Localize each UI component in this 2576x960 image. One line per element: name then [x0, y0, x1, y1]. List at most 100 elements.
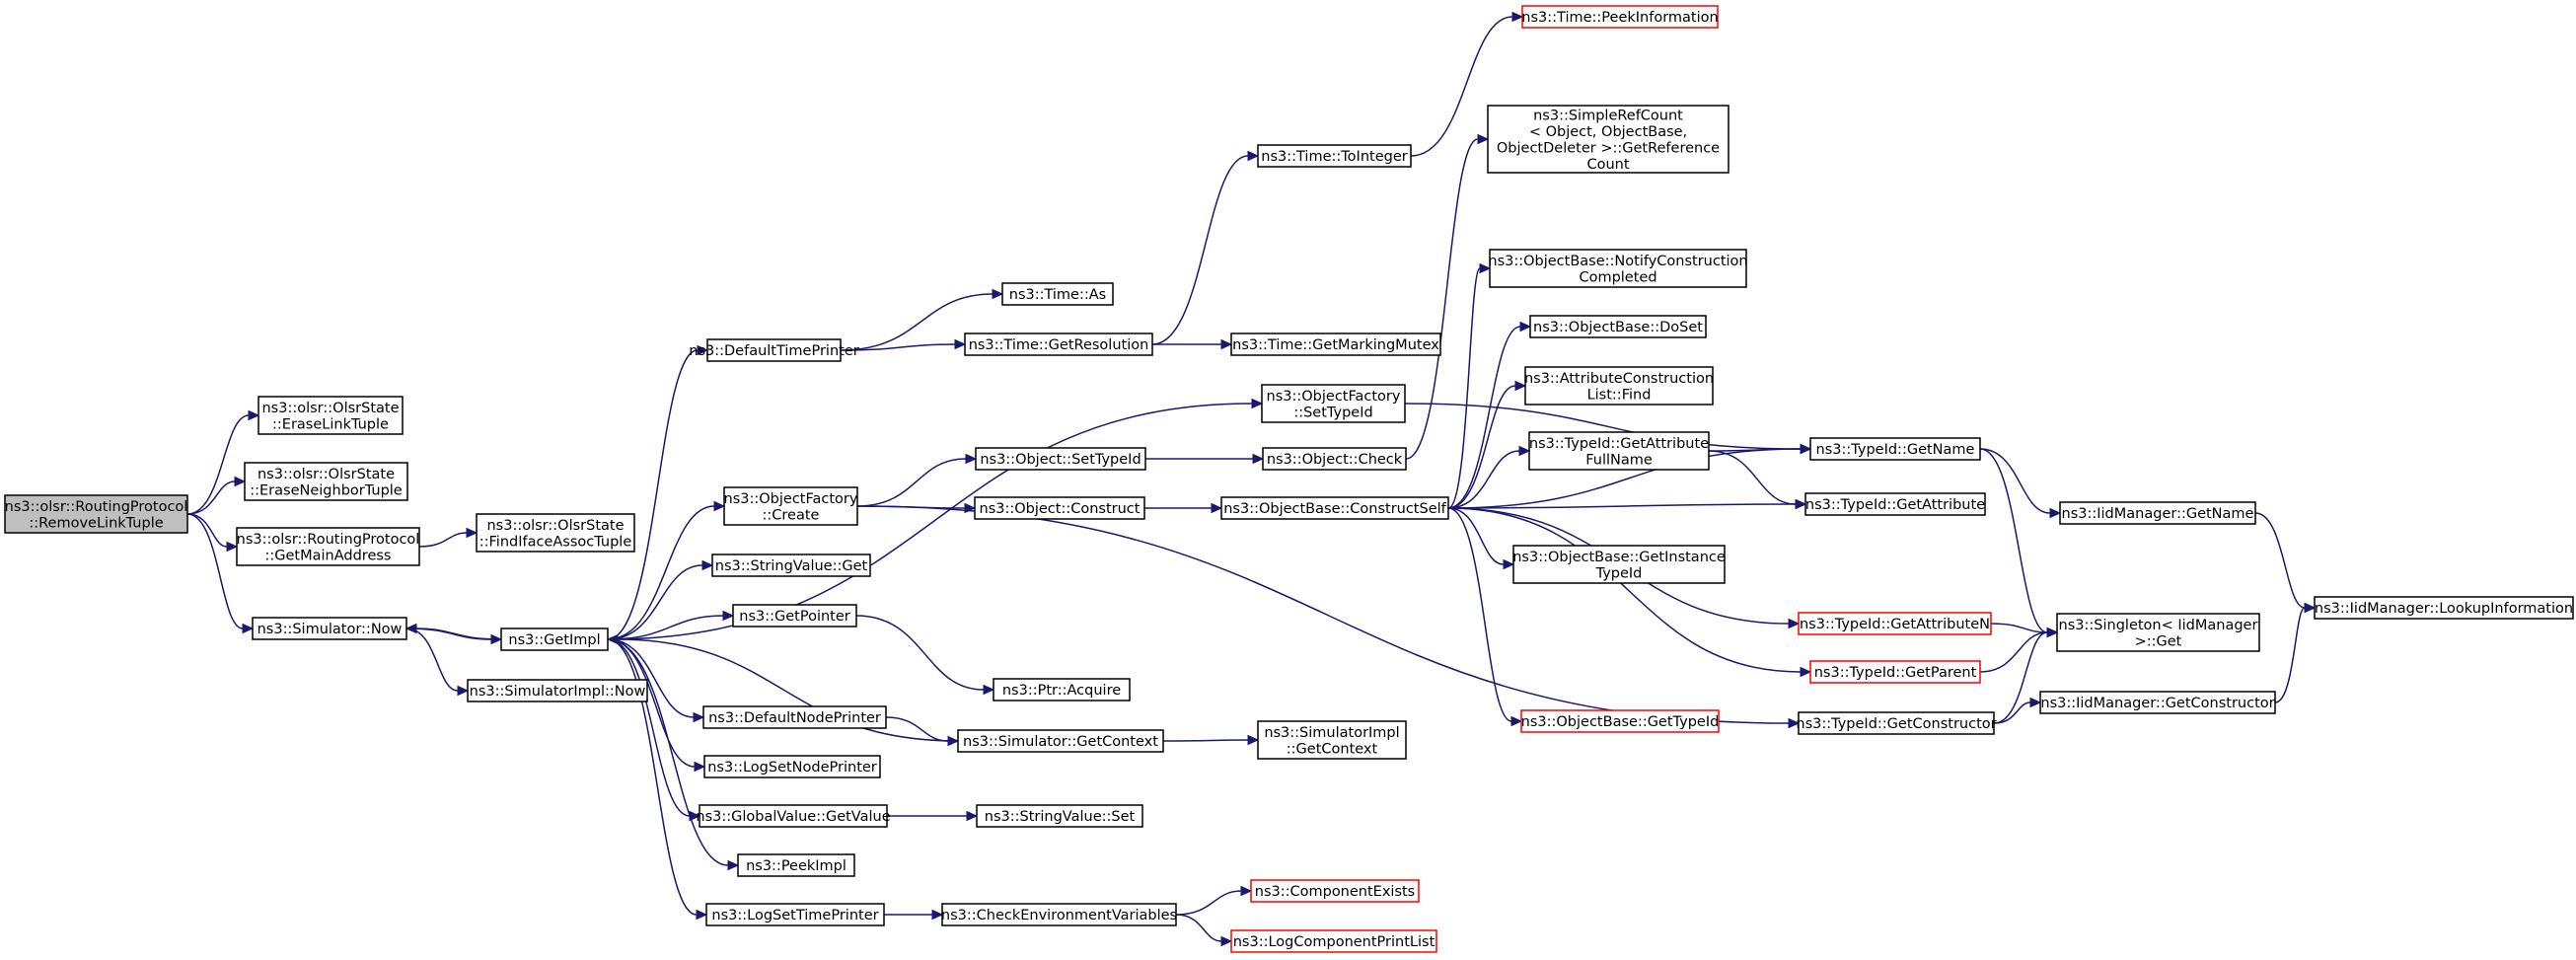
edge-log_set_time_printer-to-check_environment_variables: [884, 909, 944, 921]
node-label: ns3::DefaultTimePrinter: [689, 343, 858, 359]
node-label: ObjectDeleter >::GetReference: [1497, 140, 1720, 156]
node-simulator-now[interactable]: ns3::Simulator::Now: [252, 617, 407, 640]
node-object-base-notify-construction-completed[interactable]: ns3::ObjectBase::NotifyConstructionCompl…: [1488, 249, 1748, 288]
node-string-value-set[interactable]: ns3::StringValue::Set: [976, 804, 1143, 828]
call-edges: [186, 11, 2317, 947]
node-component-exists[interactable]: ns3::ComponentExists: [1250, 879, 1420, 903]
edge-object_construct-to-object_base_construct_self: [1144, 502, 1223, 514]
node-time-peek-information[interactable]: ns3::Time::PeekInformation: [1521, 5, 1719, 29]
node-label: >::Get: [2135, 633, 2182, 649]
node-type-id-get-attribute[interactable]: ns3::TypeId::GetAttribute: [1804, 492, 1986, 516]
node-label: ns3::ObjectFactory: [724, 491, 858, 507]
node-global-value-get-value[interactable]: ns3::GlobalValue::GetValue: [696, 804, 891, 828]
node-time-to-integer[interactable]: ns3::Time::ToInteger: [1257, 144, 1412, 168]
node-erase-neighbor-tuple[interactable]: ns3::olsr::OlsrState::EraseNeighborTuple: [244, 462, 408, 501]
node-default-node-printer[interactable]: ns3::DefaultNodePrinter: [702, 705, 887, 729]
edge-get_impl-to-simulator_now: [405, 623, 502, 640]
edge-time_get_resolution-to-time_get_marking_mutex: [1152, 338, 1233, 350]
node-time-get-resolution[interactable]: ns3::Time::GetResolution: [964, 332, 1153, 356]
node-object-base-do-set[interactable]: ns3::ObjectBase::DoSet: [1529, 315, 1707, 338]
edge-get_main_address-to-find_iface_assoc_tuple: [418, 527, 478, 548]
node-label: ns3::SimulatorImpl: [1264, 725, 1399, 741]
edge-object_set_type_id-to-object_check: [1145, 453, 1265, 465]
node-type-id-get-parent[interactable]: ns3::TypeId::GetParent: [1809, 660, 1981, 684]
node-label: ns3::TypeId::GetConstructor: [1796, 716, 1996, 732]
node-label: ::FindIfaceAssocTuple: [479, 534, 632, 550]
edge-object_base_construct_self-to-type_id_get_attribute: [1447, 498, 1807, 510]
call-nodes: ns3::olsr::RoutingProtocol::RemoveLinkTu…: [4, 5, 2574, 953]
edge-get_impl-to-log_set_node_printer: [607, 638, 706, 773]
node-simulator-impl-get-context[interactable]: ns3::SimulatorImpl::GetContext: [1257, 720, 1407, 760]
node-default-time-printer[interactable]: ns3::DefaultTimePrinter: [689, 338, 859, 362]
node-erase-link-tuple[interactable]: ns3::olsr::OlsrState::EraseLinkTuple: [258, 396, 404, 435]
node-label: ns3::GetImpl: [508, 632, 600, 648]
node-simulator-get-context[interactable]: ns3::Simulator::GetContext: [957, 729, 1164, 753]
node-label: ns3::Object::Check: [1267, 452, 1403, 468]
edge-global_value_get_value-to-string_value_set: [887, 810, 979, 822]
node-label: ns3::ObjectBase::DoSet: [1533, 320, 1703, 335]
node-simple-ref-count-get-reference-count[interactable]: ns3::SimpleRefCount< Object, ObjectBase,…: [1487, 105, 1730, 174]
edge-get_pointer-to-ptr_acquire: [855, 615, 995, 696]
node-type-id-get-name[interactable]: ns3::TypeId::GetName: [1809, 437, 1981, 461]
node-label: ns3::SimulatorImpl::Now: [470, 684, 646, 700]
node-time-as[interactable]: ns3::Time::As: [1001, 282, 1114, 306]
node-log-set-node-printer[interactable]: ns3::LogSetNodePrinter: [703, 755, 881, 778]
node-singleton-iid-manager-get[interactable]: ns3::Singleton< IidManager>::Get: [2056, 613, 2260, 652]
node-label: ns3::CheckEnvironmentVariables: [941, 908, 1177, 923]
edge-object_base_construct_self-to-object_base_do_set: [1447, 321, 1532, 509]
node-label: ns3::PeekImpl: [746, 858, 846, 874]
edge-type_id_get_attribute_full_name-to-type_id_get_name: [1708, 443, 1812, 455]
node-iid-manager-lookup-information[interactable]: ns3::IidManager::LookupInformation: [2314, 596, 2574, 620]
node-label: ns3::ObjectBase::NotifyConstruction: [1488, 254, 1747, 269]
node-object-factory-set-type-id[interactable]: ns3::ObjectFactory::SetTypeId: [1261, 384, 1406, 423]
node-string-value-get[interactable]: ns3::StringValue::Get: [711, 554, 871, 577]
node-iid-manager-get-constructor[interactable]: ns3::IidManager::GetConstructor: [2039, 691, 2276, 714]
node-label: ns3::TypeId::GetAttribute: [1805, 497, 1985, 513]
node-check-environment-variables[interactable]: ns3::CheckEnvironmentVariables: [941, 903, 1177, 926]
node-log-set-time-printer[interactable]: ns3::LogSetTimePrinter: [705, 903, 885, 926]
node-label: ns3::olsr::OlsrState: [258, 467, 395, 482]
node-object-check[interactable]: ns3::Object::Check: [1262, 447, 1407, 471]
node-peek-impl[interactable]: ns3::PeekImpl: [737, 853, 855, 877]
node-log-component-print-list[interactable]: ns3::LogComponentPrintList: [1230, 929, 1437, 953]
node-label: ns3::GetPointer: [739, 609, 850, 625]
node-iid-manager-get-name[interactable]: ns3::IidManager::GetName: [2059, 501, 2256, 525]
node-simulator-impl-now[interactable]: ns3::SimulatorImpl::Now: [467, 679, 648, 702]
edge-check_environment_variables-to-component_exists: [1175, 885, 1253, 916]
node-object-factory-create[interactable]: ns3::ObjectFactory::Create: [723, 486, 858, 526]
node-ptr-acquire[interactable]: ns3::Ptr::Acquire: [993, 678, 1131, 702]
node-object-set-type-id[interactable]: ns3::Object::SetTypeId: [975, 447, 1146, 471]
node-find-iface-assoc-tuple[interactable]: ns3::olsr::OlsrState::FindIfaceAssocTupl…: [476, 513, 635, 553]
node-type-id-get-attribute-n[interactable]: ns3::TypeId::GetAttributeN: [1798, 612, 1992, 635]
node-get-pointer[interactable]: ns3::GetPointer: [732, 604, 857, 628]
node-type-id-get-constructor[interactable]: ns3::TypeId::GetConstructor: [1796, 711, 1997, 735]
edge-get_impl-to-peek_impl: [607, 638, 740, 871]
edge-get_impl-to-string_value_get: [607, 559, 714, 640]
node-object-base-get-type-id[interactable]: ns3::ObjectBase::GetTypeId: [1520, 709, 1720, 733]
node-label: ns3::Time::PeekInformation: [1521, 10, 1718, 26]
node-label: ns3::ComponentExists: [1255, 884, 1416, 900]
node-label: ::Create: [763, 507, 820, 523]
node-time-get-marking-mutex[interactable]: ns3::Time::GetMarkingMutex: [1230, 332, 1441, 356]
node-get-impl[interactable]: ns3::GetImpl: [500, 628, 609, 651]
node-label: ::EraseLinkTuple: [272, 416, 389, 432]
node-object-base-construct-self[interactable]: ns3::ObjectBase::ConstructSelf: [1220, 496, 1449, 520]
node-label: ns3::DefaultNodePrinter: [708, 710, 881, 726]
node-label: ns3::SimpleRefCount: [1533, 108, 1683, 123]
edge-default_time_printer-to-time_as: [840, 288, 1004, 351]
edge-remove_link_tuple-to-erase_neighbor_tuple: [186, 476, 247, 515]
edge-simulator_now-to-simulator_impl_now: [405, 628, 470, 697]
node-label: ns3::olsr::OlsrState: [486, 518, 624, 534]
node-label: ::SetTypeId: [1293, 405, 1372, 420]
node-label: ns3::LogSetTimePrinter: [711, 908, 878, 923]
node-get-main-address[interactable]: ns3::olsr::RoutingProtocol::GetMainAddre…: [236, 527, 420, 566]
node-label: ns3::Ptr::Acquire: [1002, 683, 1121, 699]
node-object-construct[interactable]: ns3::Object::Construct: [974, 496, 1145, 520]
node-label: ns3::IidManager::GetConstructor: [2040, 696, 2274, 711]
edge-check_environment_variables-to-log_component_print_list: [1175, 914, 1233, 947]
edge-type_id_get_name-to-singleton_iid_manager_get: [1979, 448, 2059, 638]
